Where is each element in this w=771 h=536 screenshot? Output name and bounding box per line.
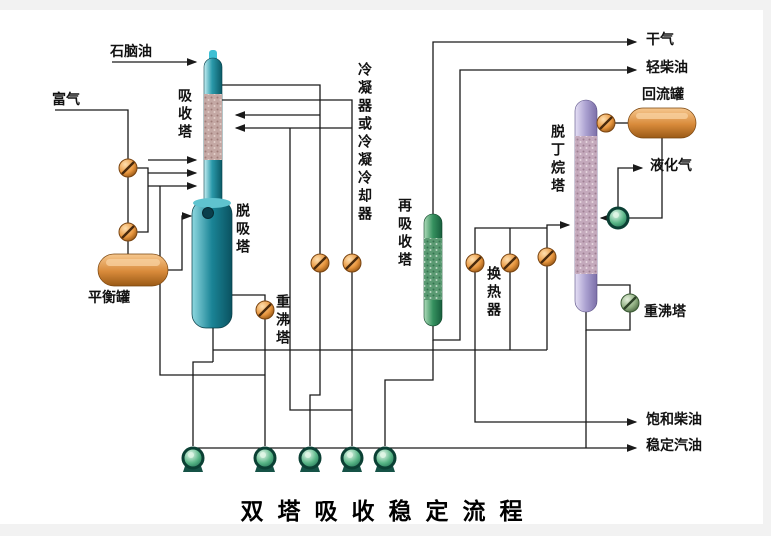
label-desorption-tower: 脱吸塔 xyxy=(234,203,249,257)
exchanger-icon xyxy=(117,157,139,179)
pump-icon xyxy=(253,446,277,470)
pipe-lines xyxy=(55,84,663,448)
label-stabilized-gasoline: 稳定汽油 xyxy=(646,439,702,454)
label-reabsorption-tower: 再吸收塔 xyxy=(396,198,411,270)
heat-exchanger-icon xyxy=(536,246,558,268)
label-lpg: 液化气 xyxy=(650,159,692,174)
label-condenser: 冷凝器或冷凝冷却器 xyxy=(356,62,371,224)
condenser-icon xyxy=(309,252,331,274)
diagram-title: 双塔吸收稳定流程 xyxy=(240,499,537,524)
desorption-tower-vessel xyxy=(191,198,233,329)
label-reflux-tank: 回流罐 xyxy=(642,88,684,103)
condenser-icon xyxy=(341,252,363,274)
pump-icon xyxy=(340,446,364,470)
overhead-condenser-icon xyxy=(595,112,617,134)
label-balance-tank: 平衡罐 xyxy=(88,291,130,306)
label-heat-exchanger: 换热器 xyxy=(485,266,500,320)
reflux-pump-icon xyxy=(606,206,630,230)
reboiler-left-icon xyxy=(254,299,276,321)
exchanger-icon xyxy=(117,221,139,243)
absorption-tower-vessel xyxy=(203,50,223,209)
reboiler-right-icon xyxy=(619,292,641,314)
label-rich-gas: 富气 xyxy=(52,93,80,108)
debutanizer-vessel xyxy=(574,99,598,313)
label-saturated-diesel: 饱和柴油 xyxy=(646,413,702,428)
label-naphtha: 石脑油 xyxy=(110,45,152,60)
label-debutanizer-tower: 脱丁烷塔 xyxy=(549,124,564,196)
label-light-diesel: 轻柴油 xyxy=(646,61,688,76)
heat-exchanger-icon xyxy=(464,252,486,274)
pump-icon xyxy=(181,446,205,470)
balance-tank-vessel xyxy=(97,253,169,287)
reflux-tank-vessel xyxy=(627,107,697,139)
pump-icon xyxy=(373,446,397,470)
label-dry-gas: 干气 xyxy=(646,33,674,48)
heat-exchanger-icon xyxy=(499,252,521,274)
label-absorption-tower: 吸收塔 xyxy=(176,88,191,142)
tower-junction-nozzle xyxy=(202,207,214,219)
label-reboiler-left: 重沸塔 xyxy=(274,294,289,348)
reabsorption-tower-vessel xyxy=(423,213,443,327)
pump-icon xyxy=(298,446,322,470)
label-reboiler-right: 重沸塔 xyxy=(644,305,686,320)
